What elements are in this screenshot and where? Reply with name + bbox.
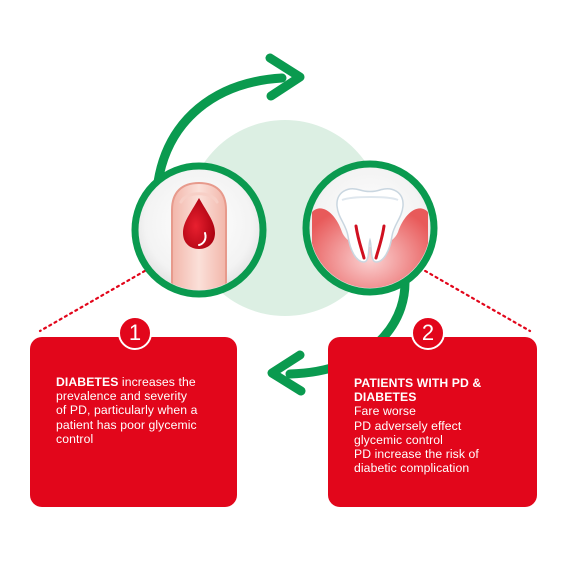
pd-diabetes-text-line: PD increase the risk of bbox=[354, 447, 479, 462]
step-number-badge-1: 1 bbox=[118, 316, 152, 350]
diabetes-info-text: DIABETES increases the prevalence and se… bbox=[56, 375, 224, 446]
inflamed-tooth-gum-icon bbox=[302, 160, 438, 296]
pd-diabetes-text-line: glycemic control bbox=[354, 432, 443, 447]
pd-diabetes-info-text: PATIENTS WITH PD & DIABETES Fare worse P… bbox=[354, 376, 526, 475]
pd-diabetes-heading-line: DIABETES bbox=[354, 390, 417, 405]
diabetes-text-line: control bbox=[56, 431, 94, 446]
diabetes-info-box: DIABETES increases the prevalence and se… bbox=[30, 337, 237, 507]
diabetes-text-line: patient has poor glycemic bbox=[56, 417, 197, 432]
curved-arrow-right-icon bbox=[153, 53, 305, 187]
pd-diabetes-text-line: Fare worse bbox=[354, 404, 416, 419]
pd-diabetes-heading-line: PATIENTS WITH PD & bbox=[354, 376, 482, 390]
diabetes-text-line: of PD, particularly when a bbox=[56, 403, 198, 418]
finger-blood-drop-icon bbox=[131, 162, 267, 298]
diabetes-text-line: prevalence and severity bbox=[56, 389, 188, 404]
pd-diabetes-text-line: diabetic complication bbox=[354, 461, 470, 476]
step-number-badge-2: 2 bbox=[411, 316, 445, 350]
pd-diabetes-info-box: PATIENTS WITH PD & DIABETES Fare worse P… bbox=[328, 337, 537, 507]
pd-diabetes-text-line: PD adversely effect bbox=[354, 418, 462, 433]
diabetes-heading: DIABETES bbox=[56, 375, 119, 389]
diabetes-first-line-rest: increases the bbox=[118, 375, 196, 389]
diabetes-first-line: DIABETES increases the bbox=[56, 375, 224, 389]
